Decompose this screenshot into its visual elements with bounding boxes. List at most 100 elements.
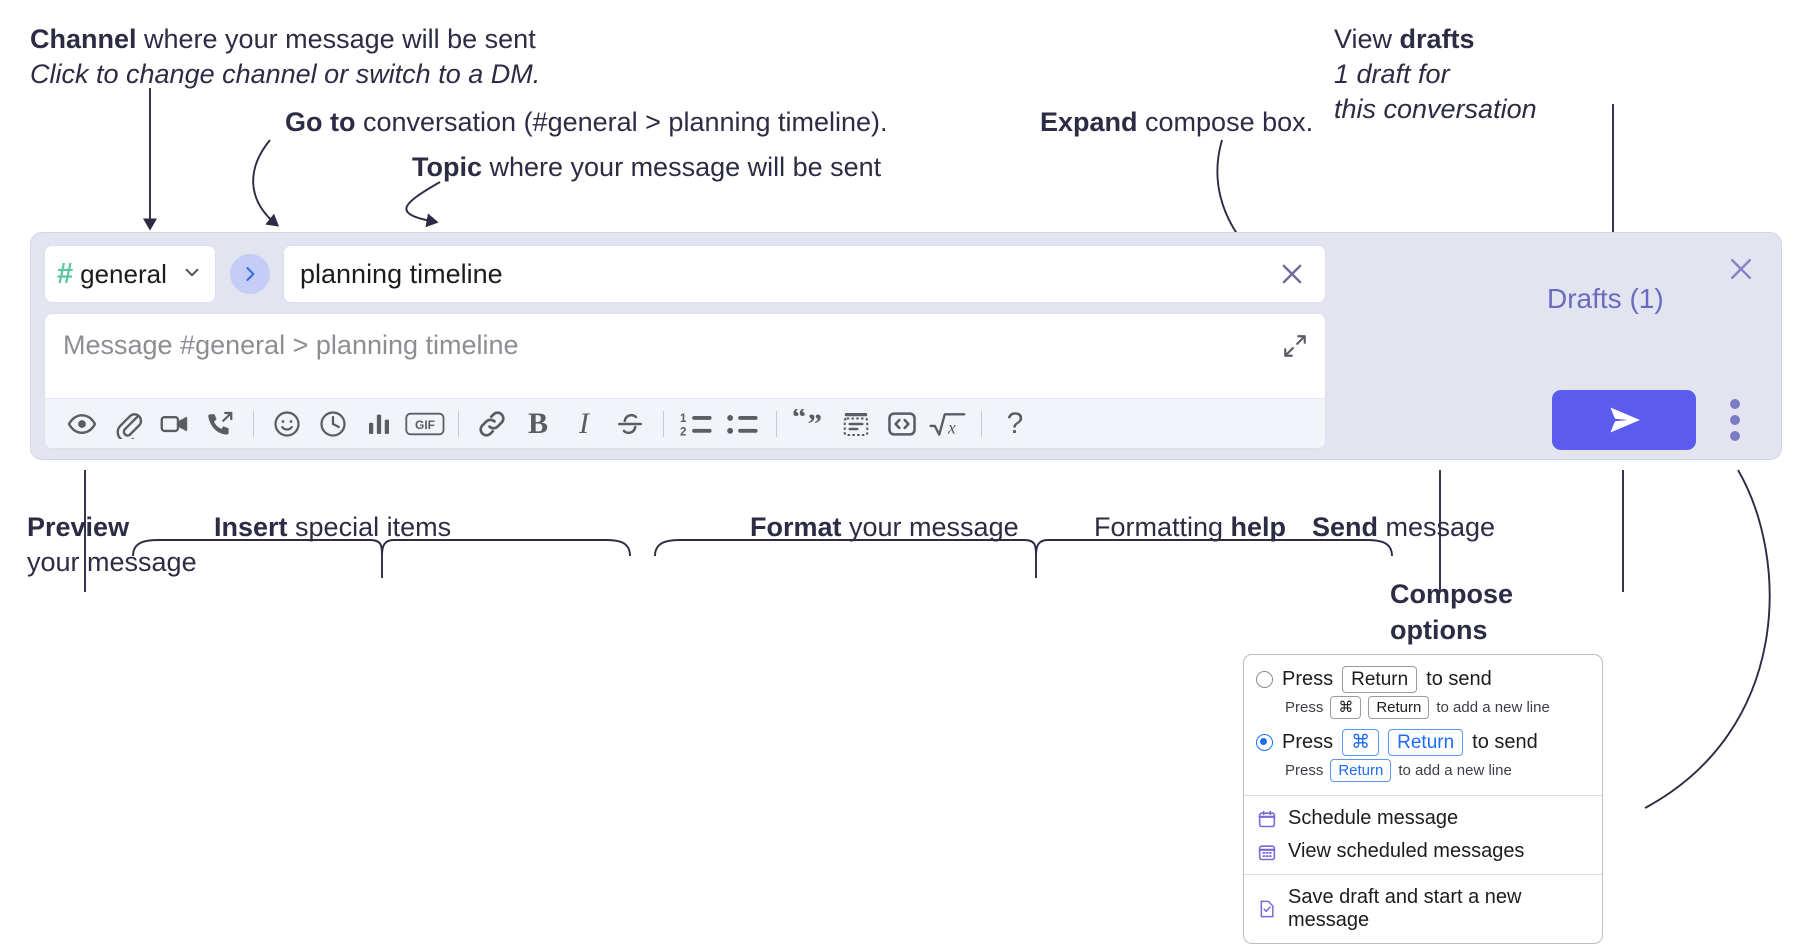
key-return: Return xyxy=(1330,759,1392,782)
menu-item-schedule-message[interactable]: Schedule message xyxy=(1244,802,1602,835)
annotation-insert-bold: Insert xyxy=(214,512,288,542)
preview-icon[interactable] xyxy=(59,404,105,444)
compose-main-area: # general planning timeline Message #gen… xyxy=(44,245,1326,449)
annotation-drafts-line3: this conversation xyxy=(1334,94,1537,124)
annotation-preview: Preview your message xyxy=(27,510,197,580)
sub-pre: Press xyxy=(1285,762,1324,779)
send-option-cmd-return-post: to send xyxy=(1472,731,1538,753)
expand-compose-button[interactable] xyxy=(1279,330,1311,362)
key-return: Return xyxy=(1388,729,1464,756)
audio-icon[interactable] xyxy=(197,404,243,444)
annotation-format-bold: Format xyxy=(750,512,842,542)
svg-text:GIF: GIF xyxy=(415,418,435,432)
message-input[interactable]: Message #general > planning timeline xyxy=(45,314,1325,399)
drafts-link[interactable]: Drafts (1) xyxy=(1547,283,1664,314)
italic-icon[interactable]: I xyxy=(561,404,607,444)
kebab-dot xyxy=(1730,431,1740,441)
hash-icon: # xyxy=(57,257,74,290)
link-icon[interactable] xyxy=(469,404,515,444)
annotation-drafts-line2: 1 draft for xyxy=(1334,59,1450,89)
key-return: Return xyxy=(1342,666,1418,693)
expand-icon xyxy=(1284,335,1306,357)
attachment-icon[interactable] xyxy=(105,404,151,444)
annotation-expand: Expand compose box. xyxy=(1040,105,1313,140)
channel-select[interactable]: # general xyxy=(44,245,216,303)
menu-item-label: Save draft and start a new message xyxy=(1288,886,1522,931)
goto-conversation-button[interactable] xyxy=(230,254,270,294)
key-cmd: ⌘ xyxy=(1330,696,1362,719)
send-option-return-post: to send xyxy=(1426,668,1492,690)
send-button[interactable] xyxy=(1552,390,1696,450)
annotation-send-bold: Send xyxy=(1312,512,1379,542)
toolbar-separator xyxy=(981,410,982,437)
menu-divider xyxy=(1244,874,1602,875)
send-option-cmd-return-pre: Press xyxy=(1282,731,1334,753)
annotation-preview-bold: Preview xyxy=(27,512,130,542)
annotation-goto-bold: Go to xyxy=(285,107,356,137)
toolbar-separator xyxy=(776,410,777,437)
menu-item-label: View scheduled messages xyxy=(1288,840,1525,862)
annotation-help-bold: help xyxy=(1230,512,1287,542)
poll-icon[interactable] xyxy=(356,404,402,444)
annotation-format-rest: your message xyxy=(841,512,1019,542)
message-placeholder: Message #general > planning timeline xyxy=(63,330,519,360)
math-icon[interactable]: x xyxy=(925,404,971,444)
blockquote-icon[interactable]: “” xyxy=(787,404,833,444)
annotation-expand-bold: Expand xyxy=(1040,107,1138,137)
calendar-list-icon xyxy=(1256,841,1277,862)
toolbar-separator xyxy=(253,410,254,437)
send-option-return[interactable]: Press Return to send xyxy=(1244,663,1602,693)
annotation-expand-rest: compose box. xyxy=(1137,107,1314,137)
annotation-insert-rest: special items xyxy=(287,512,452,542)
channel-name: general xyxy=(80,258,167,289)
bold-icon[interactable]: B xyxy=(515,404,561,444)
sub-post: to add a new line xyxy=(1436,699,1550,716)
menu-item-save-draft[interactable]: Save draft and start a new message xyxy=(1244,881,1602,937)
sub-post: to add a new line xyxy=(1398,762,1512,779)
close-icon xyxy=(1731,259,1751,279)
svg-text:”: ” xyxy=(808,409,822,439)
panel-close-button[interactable] xyxy=(1723,251,1759,287)
menu-item-view-scheduled-messages[interactable]: View scheduled messages xyxy=(1244,835,1602,868)
help-glyph: ? xyxy=(1006,406,1024,440)
emoji-icon[interactable] xyxy=(264,404,310,444)
help-icon[interactable]: ? xyxy=(992,404,1038,444)
topic-clear-button[interactable] xyxy=(1275,257,1309,291)
key-return: Return xyxy=(1368,696,1430,719)
annotation-channel-rest: where your message will be sent xyxy=(136,24,536,54)
bulleted-list-icon[interactable] xyxy=(720,404,766,444)
svg-text:x: x xyxy=(947,417,956,437)
compose-options-menu: Press Return to send Press ⌘ Return to a… xyxy=(1243,654,1603,944)
annotation-drafts-bold: drafts xyxy=(1399,24,1475,54)
annotation-channel-bold: Channel xyxy=(30,24,137,54)
conversation-selector-row: # general planning timeline xyxy=(44,245,1326,303)
inline-code-icon[interactable] xyxy=(879,404,925,444)
clock-icon[interactable] xyxy=(310,404,356,444)
annotation-insert: Insert special items xyxy=(214,510,451,545)
kebab-dot xyxy=(1730,399,1740,409)
topic-field[interactable]: planning timeline xyxy=(283,245,1326,303)
topic-value: planning timeline xyxy=(300,258,503,289)
send-option-cmd-return[interactable]: Press ⌘ Return to send xyxy=(1244,726,1602,756)
code-block-icon[interactable] xyxy=(833,404,879,444)
annotation-channel-sub: Click to change channel or switch to a D… xyxy=(30,59,541,89)
strikethrough-icon[interactable] xyxy=(607,404,653,444)
gif-icon[interactable]: GIF xyxy=(402,404,448,444)
annotation-goto: Go to conversation (#general > planning … xyxy=(285,105,888,140)
save-draft-icon xyxy=(1256,899,1277,920)
annotation-compose-options-line2: options xyxy=(1390,615,1488,645)
video-icon[interactable] xyxy=(151,404,197,444)
compose-panel: # general planning timeline Message #gen… xyxy=(30,232,1782,460)
toolbar-separator xyxy=(663,410,664,437)
annotation-preview-rest: your message xyxy=(27,547,197,577)
chevron-right-icon xyxy=(246,267,255,281)
sub-pre: Press xyxy=(1285,699,1324,716)
radio-selected-icon xyxy=(1256,734,1273,751)
svg-text:“: “ xyxy=(792,409,806,433)
message-compose-box: Message #general > planning timeline xyxy=(44,313,1326,449)
radio-unselected-icon xyxy=(1256,671,1273,688)
annotation-topic-rest: where your message will be sent xyxy=(482,152,882,182)
compose-options-button[interactable] xyxy=(1720,396,1750,444)
